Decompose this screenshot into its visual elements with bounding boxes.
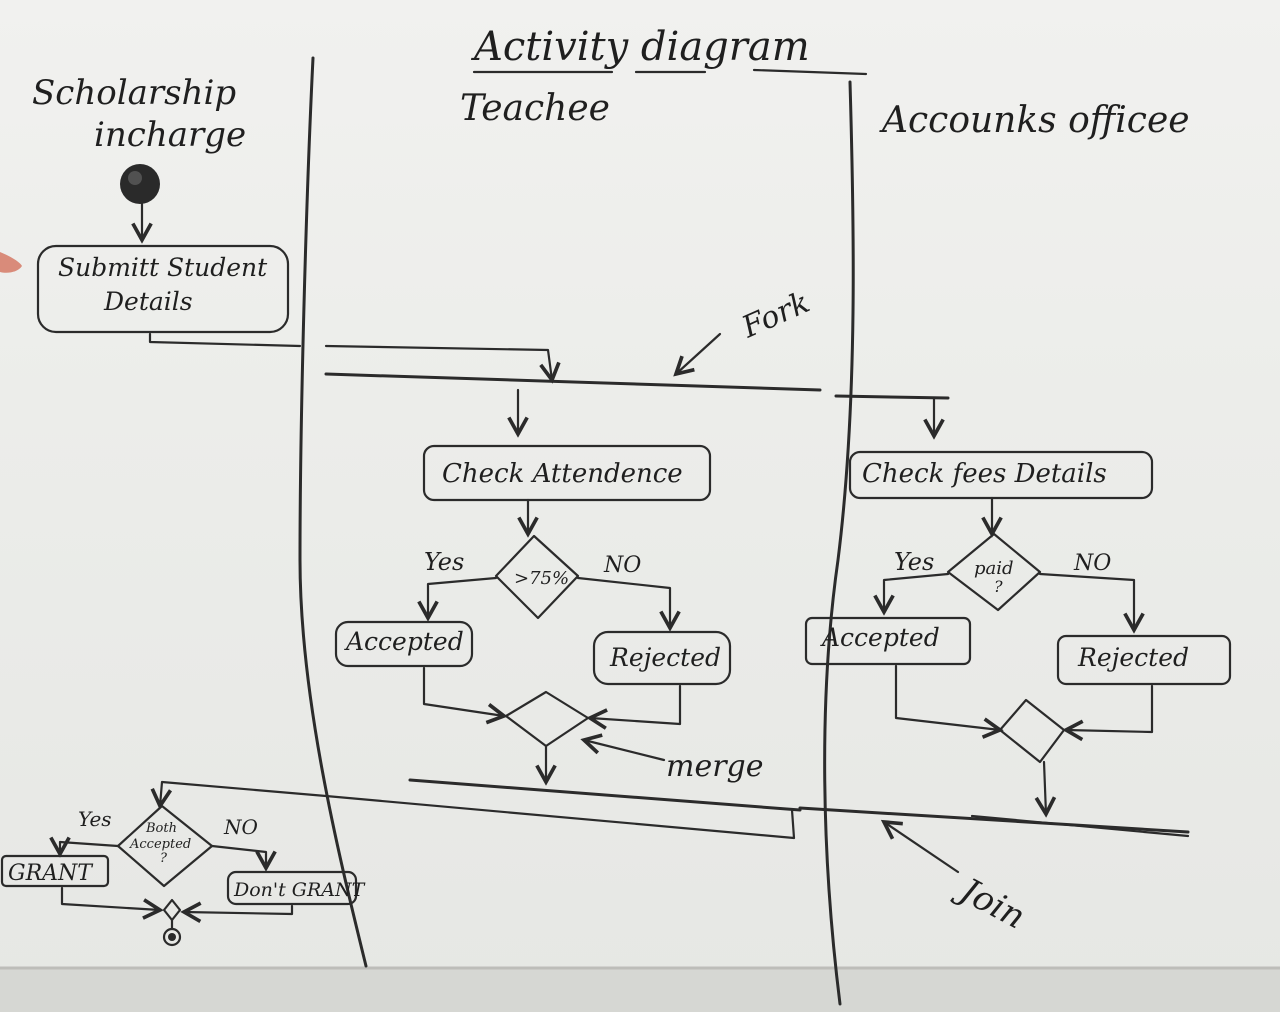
- action-check-attendance-label: Check Attendence: [442, 459, 683, 489]
- lane-scholarship-line2: incharge: [94, 115, 246, 155]
- arrow-submit-fork: [148, 332, 552, 380]
- final-node-ring: [162, 927, 182, 947]
- action-check-attendance: [422, 444, 712, 502]
- decision-both-label-2: Accepted: [129, 837, 191, 852]
- decision-both-accepted: [116, 804, 214, 888]
- action-fees-rejected-label: Rejected: [1077, 643, 1189, 672]
- decision-fees: [946, 532, 1042, 612]
- decision-attendance: [494, 534, 580, 620]
- fees-yes-label: Yes: [894, 548, 934, 576]
- action-submit-details-line2: Details: [103, 287, 193, 316]
- arrow-fees-no: [1038, 572, 1134, 630]
- join-bar-stroke: [970, 814, 1190, 838]
- arrow-fees-yes: [884, 572, 950, 612]
- attendance-no-label: NO: [603, 553, 641, 578]
- arrow-dontgrant-merge: [184, 906, 294, 914]
- decision-both-label-1: Both: [145, 821, 177, 836]
- final-node: [168, 933, 176, 941]
- lane-scholarship-label: Scholarship incharge: [32, 73, 247, 155]
- lane-scholarship-line1: Scholarship: [32, 73, 236, 113]
- action-submit-details-line1: Submitt Student: [58, 253, 268, 282]
- arrow-fees-accepted-merge: [894, 664, 1000, 730]
- fork-bar: [324, 372, 950, 400]
- fees-no-label: NO: [1073, 551, 1111, 576]
- arrow-attendance-yes: [428, 576, 498, 618]
- action-dont-grant: [226, 870, 358, 906]
- decision-both-label-3: ?: [160, 851, 168, 866]
- arrow-rejected-merge: [590, 684, 682, 724]
- merge-fees: [998, 698, 1066, 764]
- join-annotation: Join: [948, 868, 1031, 938]
- action-check-fees-label: Check fees Details: [862, 459, 1107, 489]
- action-fees-accepted: [804, 616, 972, 666]
- join-pointer-arrow: [884, 822, 960, 874]
- action-grant: [0, 854, 110, 888]
- arrow-grant-merge: [60, 886, 160, 910]
- arrow-final-yes: [60, 842, 120, 854]
- lane-teacher-label: Teachee: [460, 88, 610, 129]
- arrow-fees-merge-join: [1044, 760, 1046, 814]
- action-attendance-rejected-label: Rejected: [609, 643, 721, 672]
- merge-pointer-arrow: [584, 740, 666, 762]
- decision-fees-label-2: ?: [994, 577, 1003, 596]
- initial-node: [120, 164, 160, 204]
- action-attendance-accepted: [334, 620, 474, 668]
- action-attendance-rejected: [592, 630, 732, 686]
- action-dont-grant-label: Don't GRANT: [233, 879, 366, 901]
- title-underline: [472, 68, 868, 76]
- fork-pointer-arrow: [676, 332, 722, 374]
- action-fees-accepted-label: Accepted: [820, 623, 940, 652]
- action-grant-label: GRANT: [8, 861, 94, 886]
- merge-attendance: [504, 690, 590, 748]
- arrow-attendance-no: [576, 576, 670, 628]
- final-yes-label: Yes: [78, 807, 112, 831]
- final-no-label: NO: [223, 815, 258, 839]
- action-submit-details: [36, 244, 290, 334]
- arrow-final-no: [210, 844, 266, 868]
- decision-attendance-label: >75%: [514, 568, 569, 589]
- lane-divider-2: [823, 80, 855, 1006]
- arrow-fees-rejected-merge: [1066, 684, 1154, 732]
- attendance-yes-label: Yes: [424, 548, 464, 576]
- merge-annotation: merge: [666, 749, 764, 784]
- board-ledge: [0, 968, 1280, 1012]
- action-fees-rejected: [1056, 634, 1232, 686]
- join-bar: [408, 778, 1190, 834]
- presenter-finger: [0, 252, 22, 273]
- lane-accounts-label: Accounks officee: [879, 100, 1190, 141]
- fork-annotation: Fork: [736, 285, 815, 346]
- action-attendance-accepted-label: Accepted: [344, 627, 464, 656]
- decision-fees-label-1: paid: [974, 558, 1014, 579]
- lane-divider-1: [298, 56, 368, 968]
- arrow-join-decision: [160, 780, 796, 840]
- action-check-fees: [848, 450, 1154, 500]
- merge-final: [162, 898, 182, 922]
- arrow-accepted-merge: [422, 666, 504, 716]
- diagram-title: Activity diagram: [470, 24, 810, 70]
